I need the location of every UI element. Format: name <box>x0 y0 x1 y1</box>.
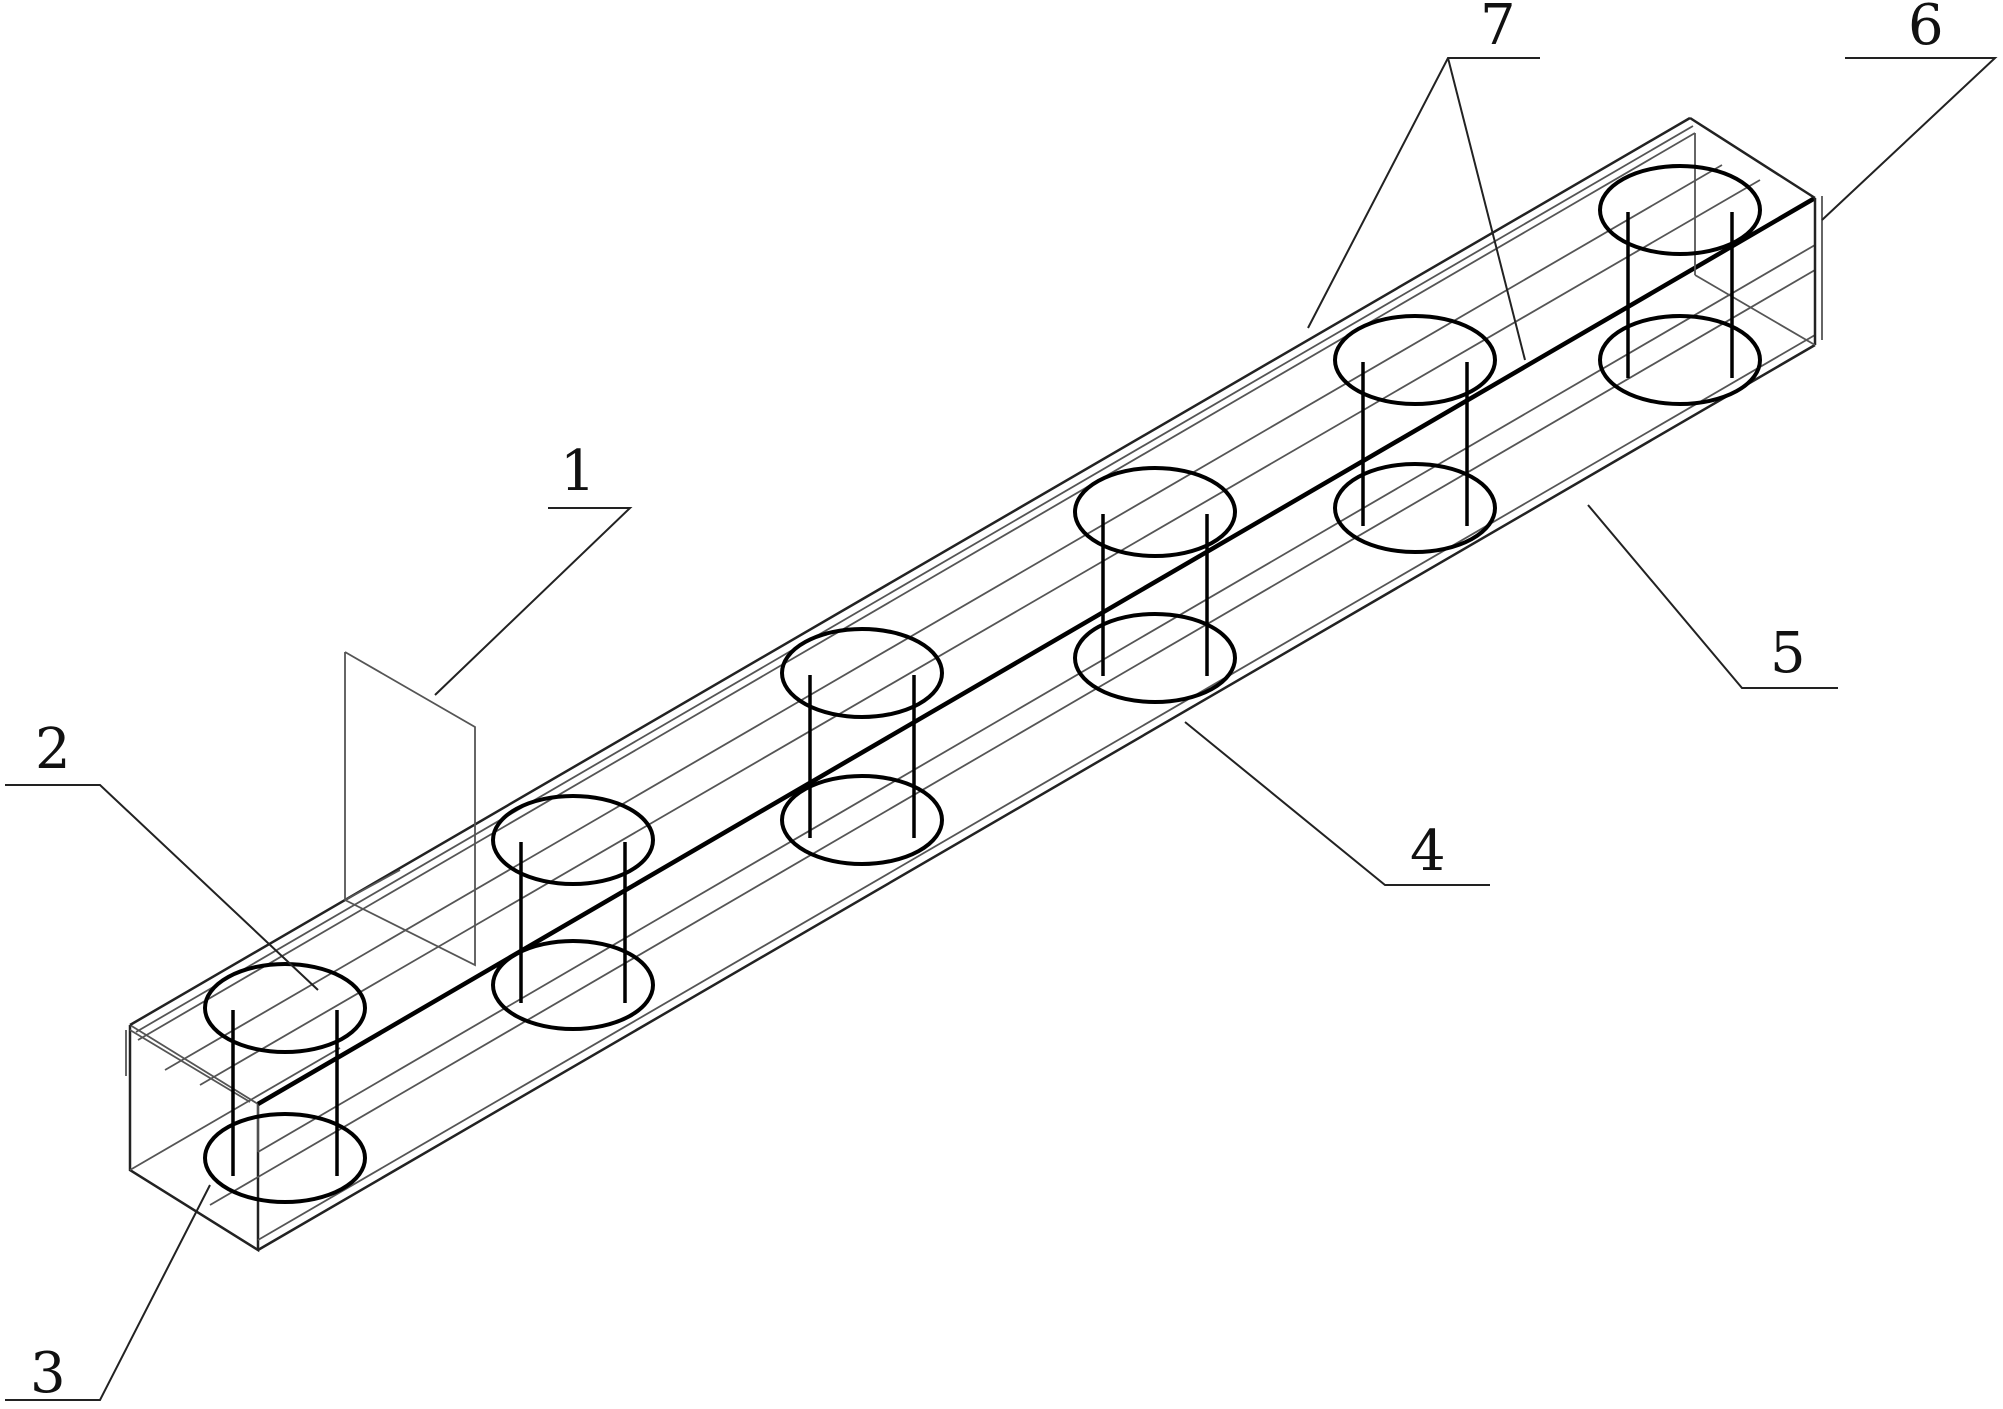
hole-top-ring <box>491 794 655 886</box>
top-back-edge-inner-2 <box>137 132 1696 1041</box>
leader-4 <box>1184 721 1490 886</box>
rail-upper-2 <box>199 179 1761 1086</box>
callout-4: 4 <box>1410 819 1446 884</box>
leader-6 <box>1821 57 1998 221</box>
leader-2 <box>5 784 319 991</box>
callout-2: 2 <box>35 717 71 782</box>
partition-plate <box>344 651 476 967</box>
hole-top-ring <box>780 627 944 719</box>
left-end-top-edge <box>129 1024 259 1105</box>
rail-upper-1 <box>164 164 1723 1071</box>
hole-top-ring <box>1333 314 1497 406</box>
callout-6: 6 <box>1908 0 1944 58</box>
rail-lower-2 <box>257 244 1816 1153</box>
bottom-front-edge <box>257 343 1816 1252</box>
bottom-back-edge <box>129 1047 341 1171</box>
right-end-top <box>1689 116 1816 200</box>
cylinder-hole-5 <box>1333 314 1497 554</box>
cylinder-hole-1 <box>203 962 367 1204</box>
cylinder-hole-6 <box>1598 164 1762 406</box>
top-back-edge-inner <box>135 125 1694 1033</box>
hole-bottom-ring <box>1333 462 1497 554</box>
rail-lower-1 <box>209 269 1816 1206</box>
hole-group <box>203 164 1762 1204</box>
hole-top-ring <box>203 962 367 1054</box>
hole-top-ring <box>1598 164 1762 256</box>
leader-1 <box>434 507 633 696</box>
leader-7a <box>1307 57 1540 329</box>
hole-bottom-ring <box>203 1112 367 1204</box>
callout-1: 1 <box>560 439 596 504</box>
bottom-front-edge-inner <box>257 334 1816 1241</box>
top-back-edge <box>129 116 1691 1027</box>
top-front-edge <box>256 196 1817 1106</box>
hole-bottom-ring <box>780 774 944 866</box>
hole-top-ring <box>1073 466 1237 558</box>
hole-bottom-ring <box>1073 612 1237 704</box>
channel-body <box>125 116 1823 1253</box>
cylinder-hole-3 <box>780 627 944 866</box>
leader-7b <box>1447 57 1526 361</box>
leader-3 <box>5 1184 211 1401</box>
hole-bottom-ring <box>491 939 655 1031</box>
cylinder-hole-2 <box>491 794 655 1031</box>
callout-3: 3 <box>30 1341 66 1406</box>
callout-5: 5 <box>1770 621 1806 686</box>
hole-bottom-ring <box>1598 314 1762 406</box>
callout-7: 7 <box>1480 0 1516 58</box>
callout-labels: 1 2 3 4 5 6 7 <box>30 0 1944 1406</box>
leader-lines <box>5 57 1998 1401</box>
left-end-lip-edge <box>129 1029 251 1103</box>
right-end-bottom <box>1694 274 1816 346</box>
cylinder-hole-4 <box>1073 466 1237 704</box>
leader-5 <box>1587 504 1838 689</box>
